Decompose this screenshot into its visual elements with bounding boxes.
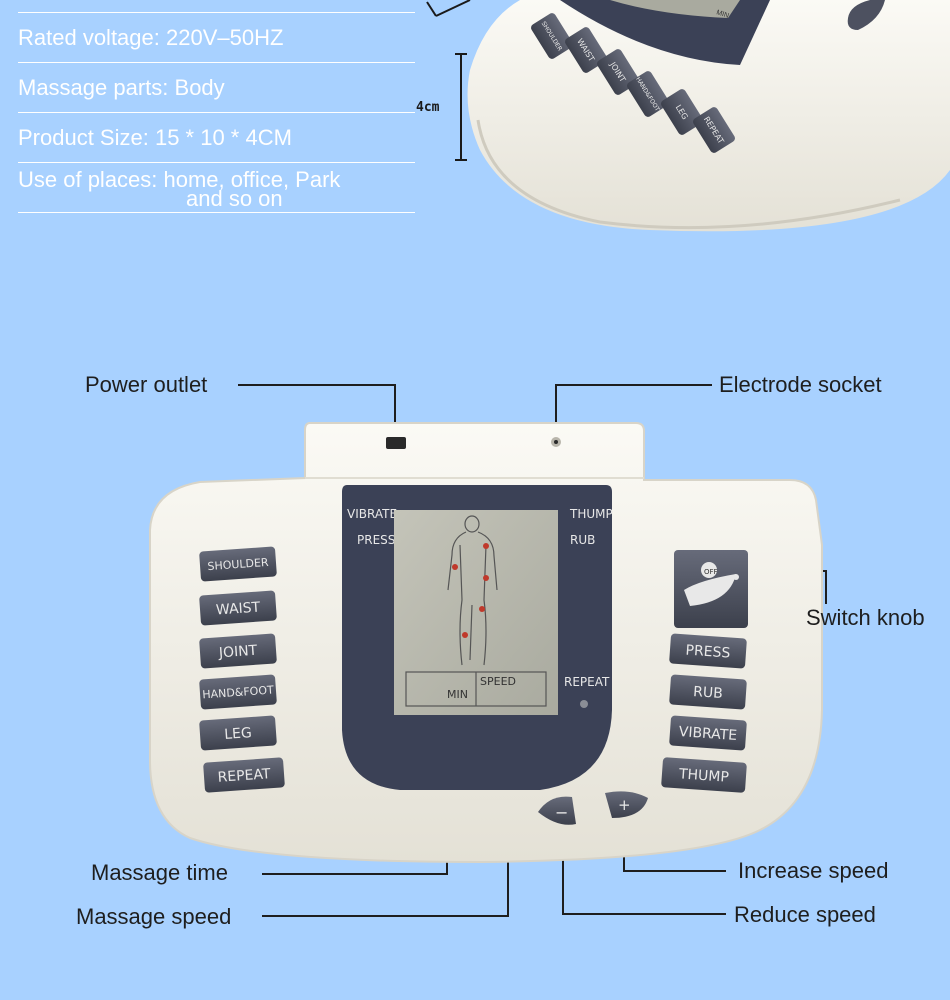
left-waist-button[interactable]: WAIST bbox=[199, 590, 277, 626]
right-press-label: PRESS bbox=[685, 642, 731, 661]
body-figure-icon bbox=[447, 515, 498, 666]
left-leg-button[interactable]: LEG bbox=[199, 715, 277, 751]
left-joint-label: JOINT bbox=[217, 643, 258, 662]
dimension-label: 4cm bbox=[416, 100, 440, 115]
dimension-marker bbox=[426, 0, 471, 161]
spec-massage-parts: Massage parts: Body bbox=[18, 76, 415, 113]
switch-knob-label: OFF bbox=[704, 568, 718, 576]
top-device-shoulder-button[interactable]: SHOULDER bbox=[530, 12, 575, 61]
left-body-part-buttons: SHOULDER WAIST JOINT HAND&FOOT LEG REPEAT bbox=[199, 546, 285, 793]
callout-switch-knob: Switch knob bbox=[806, 605, 925, 630]
reduce-speed-symbol: − bbox=[555, 803, 568, 822]
callout-increase-speed: Increase speed bbox=[738, 858, 889, 883]
left-joint-button[interactable]: JOINT bbox=[199, 633, 277, 669]
increase-speed-symbol: + bbox=[618, 796, 631, 814]
right-press-button[interactable]: PRESS bbox=[669, 633, 747, 669]
spec-use-places-cont: and so on bbox=[186, 186, 283, 211]
callout-power-outlet: Power outlet bbox=[85, 372, 208, 397]
spec-rated-voltage-text: Rated voltage: 220V–50HZ bbox=[18, 25, 284, 50]
mode-label-rub: RUB bbox=[570, 533, 595, 547]
left-repeat-button[interactable]: REPEAT bbox=[203, 757, 285, 793]
spec-use-places-text: Use of places: home, office, Park bbox=[18, 167, 341, 192]
spec-use-places: Use of places: home, office, Park and so… bbox=[18, 167, 415, 213]
left-repeat-label: REPEAT bbox=[217, 766, 271, 786]
lcd-speed-label: SPEED bbox=[480, 675, 516, 688]
callout-reduce-speed: Reduce speed bbox=[734, 902, 876, 927]
left-shoulder-label: SHOULDER bbox=[207, 556, 269, 573]
mode-label-vibrate: VIBRATE bbox=[347, 507, 397, 521]
spec-divider-top bbox=[18, 12, 415, 13]
repeat-indicator-light bbox=[580, 700, 588, 708]
left-shoulder-button[interactable]: SHOULDER bbox=[199, 546, 277, 582]
body-acupoint-dots bbox=[452, 543, 489, 638]
left-waist-label: WAIST bbox=[215, 599, 261, 618]
callout-massage-time: Massage time bbox=[91, 860, 228, 885]
lcd-min-label: MIN bbox=[447, 688, 468, 701]
spec-product-size: Product Size: 15 * 10 * 4CM bbox=[18, 126, 415, 163]
top-device-waist-button[interactable]: WAIST bbox=[564, 26, 609, 75]
top-device-repeat-button[interactable]: REPEAT bbox=[692, 106, 737, 155]
mode-label-press: PRESS bbox=[357, 533, 395, 547]
right-vibrate-button[interactable]: VIBRATE bbox=[669, 715, 747, 751]
spec-rated-voltage: Rated voltage: 220V–50HZ bbox=[18, 26, 415, 63]
callout-massage-speed: Massage speed bbox=[76, 904, 232, 929]
mode-label-thump: THUMP bbox=[569, 507, 613, 521]
switch-knob[interactable]: OFF bbox=[674, 550, 748, 628]
mode-label-repeat: REPEAT bbox=[564, 675, 610, 689]
left-leg-label: LEG bbox=[224, 725, 253, 743]
spec-product-size-text: Product Size: 15 * 10 * 4CM bbox=[18, 125, 292, 150]
right-thump-button[interactable]: THUMP bbox=[661, 757, 747, 793]
lcd-display: MIN SPEED bbox=[394, 510, 558, 715]
right-rub-button[interactable]: RUB bbox=[669, 674, 747, 710]
top-device-screen-label: MIN bbox=[715, 9, 729, 20]
right-vibrate-label: VIBRATE bbox=[678, 724, 737, 744]
left-hand-and-foot-label: HAND&FOOT bbox=[202, 683, 274, 701]
reduce-speed-button[interactable]: − bbox=[538, 796, 576, 825]
electrode-socket-port bbox=[554, 440, 558, 444]
increase-speed-button[interactable]: + bbox=[605, 791, 648, 818]
power-outlet-port bbox=[386, 437, 406, 449]
spec-massage-parts-text: Massage parts: Body bbox=[18, 75, 225, 100]
right-mode-buttons: PRESS RUB VIBRATE THUMP bbox=[661, 633, 747, 793]
right-thump-label: THUMP bbox=[678, 766, 730, 786]
left-hand-and-foot-button[interactable]: HAND&FOOT bbox=[199, 674, 277, 710]
callout-electrode-socket: Electrode socket bbox=[719, 372, 882, 397]
right-rub-label: RUB bbox=[693, 684, 724, 702]
top-device-leg-button[interactable]: LEG bbox=[660, 88, 705, 137]
